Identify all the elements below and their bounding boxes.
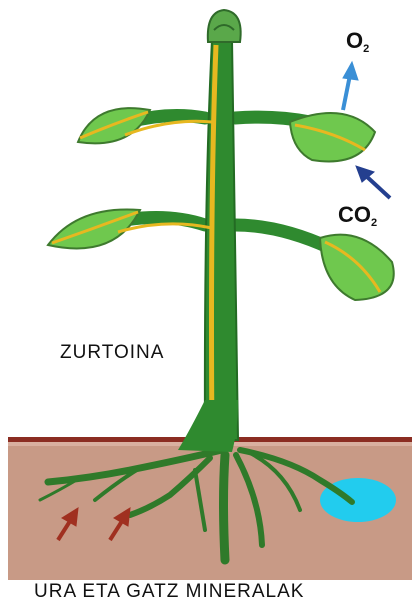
co2-arrow — [356, 166, 390, 198]
stem-label: ZURTOINA — [60, 342, 164, 363]
oxygen-arrow — [343, 62, 358, 110]
water-minerals-label: URA ETA GATZ MINERALAK — [34, 581, 304, 602]
oxygen-label: O2 — [346, 28, 369, 55]
co2-label: CO2 — [338, 202, 377, 229]
leaf-upper-right — [290, 113, 375, 161]
stem — [118, 10, 241, 452]
